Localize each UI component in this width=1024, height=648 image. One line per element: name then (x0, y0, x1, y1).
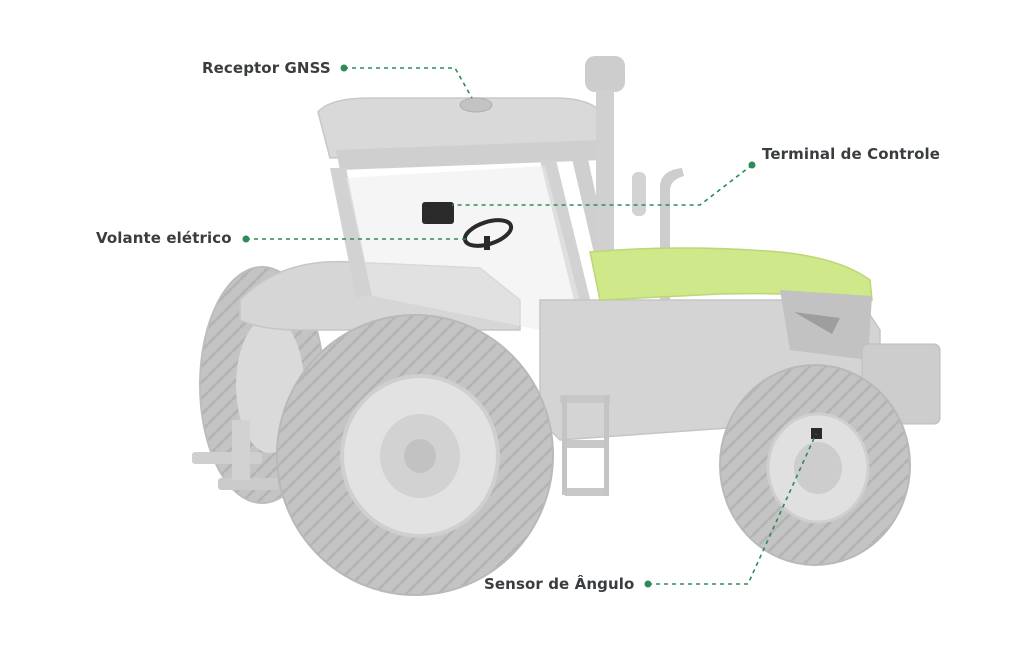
front-wheel (719, 364, 911, 566)
callout-dots (242, 64, 756, 588)
engine-hood (589, 247, 873, 301)
side-mirror (632, 172, 646, 216)
leader-terminal (452, 164, 753, 206)
cab-steps (560, 395, 610, 496)
exhaust-stack (585, 56, 625, 280)
callout-label-sensor: Sensor de Ângulo (484, 575, 635, 593)
angle-sensor-device (811, 428, 822, 439)
callout-label-gnss: Receptor GNSS (202, 59, 331, 77)
rear-hitch (192, 420, 278, 490)
leader-sensor (648, 433, 817, 585)
dot-sensor (644, 580, 652, 588)
control-terminal-device (422, 202, 454, 224)
leader-gnss (344, 67, 473, 99)
callout-label-terminal: Terminal de Controle (762, 145, 941, 163)
gnss-receiver-dome (459, 97, 493, 113)
dot-volante (242, 235, 250, 243)
headlight (794, 312, 840, 334)
callout-leaders (246, 67, 817, 585)
callout-label-volante: Volante elétrico (96, 229, 232, 247)
rear-wheel (276, 314, 554, 596)
dot-gnss (340, 64, 348, 72)
electric-steering-wheel-device (462, 218, 514, 250)
dot-terminal (748, 161, 756, 169)
